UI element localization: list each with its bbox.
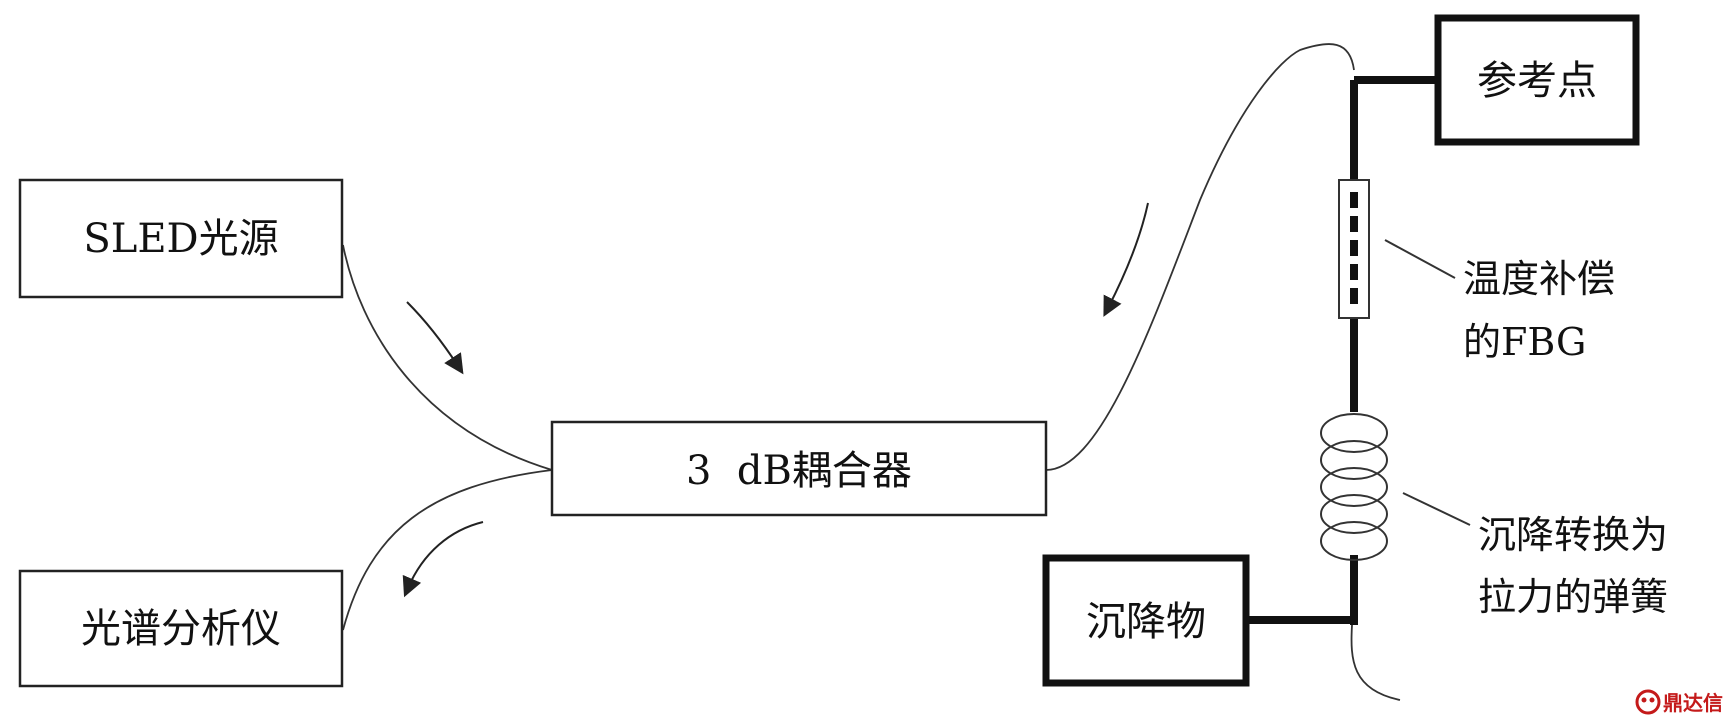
arrow-sensor-to-coupler <box>1103 202 1149 317</box>
fiber-coupler-to-analyzer <box>342 469 553 631</box>
spectrum-analyzer-box: 光谱分析仪 <box>18 569 344 688</box>
arrow-coupler-to-analyzer <box>402 521 484 598</box>
leader-spring <box>1402 492 1471 526</box>
settlement-object-label: 沉降物 <box>1086 599 1206 645</box>
spring-coil <box>1320 413 1388 561</box>
leader-fbg <box>1384 239 1456 279</box>
reference-point-label: 参考点 <box>1477 58 1597 104</box>
arrow-source-to-coupler <box>406 301 464 375</box>
fbg-annotation-line2: 的FBG <box>1463 320 1586 364</box>
settlement-object-box: 沉降物 <box>1042 554 1250 687</box>
fbg-annotation-line1: 温度补偿 <box>1463 257 1615 301</box>
sled-source-label: SLED光源 <box>83 216 278 262</box>
spectrum-analyzer-label: 光谱分析仪 <box>81 606 281 652</box>
sled-source-box: SLED光源 <box>18 178 344 299</box>
watermark-text: 鼎达信 <box>1663 691 1723 715</box>
coupler-label: 3 dB耦合器 <box>686 448 912 494</box>
fbg-element <box>1338 179 1370 319</box>
spring-annotation-line2: 拉力的弹簧 <box>1478 575 1668 619</box>
fiber-coupler-to-sensor <box>1045 43 1355 471</box>
fiber-tail <box>1350 624 1401 701</box>
watermark: 鼎达信 <box>1635 689 1723 715</box>
spring-annotation-line1: 沉降转换为 <box>1478 513 1668 557</box>
reference-point-box: 参考点 <box>1434 14 1640 146</box>
watermark-logo-icon <box>1635 689 1661 715</box>
fiber-source-to-coupler <box>342 244 553 471</box>
coupler-box: 3 dB耦合器 <box>550 420 1048 517</box>
